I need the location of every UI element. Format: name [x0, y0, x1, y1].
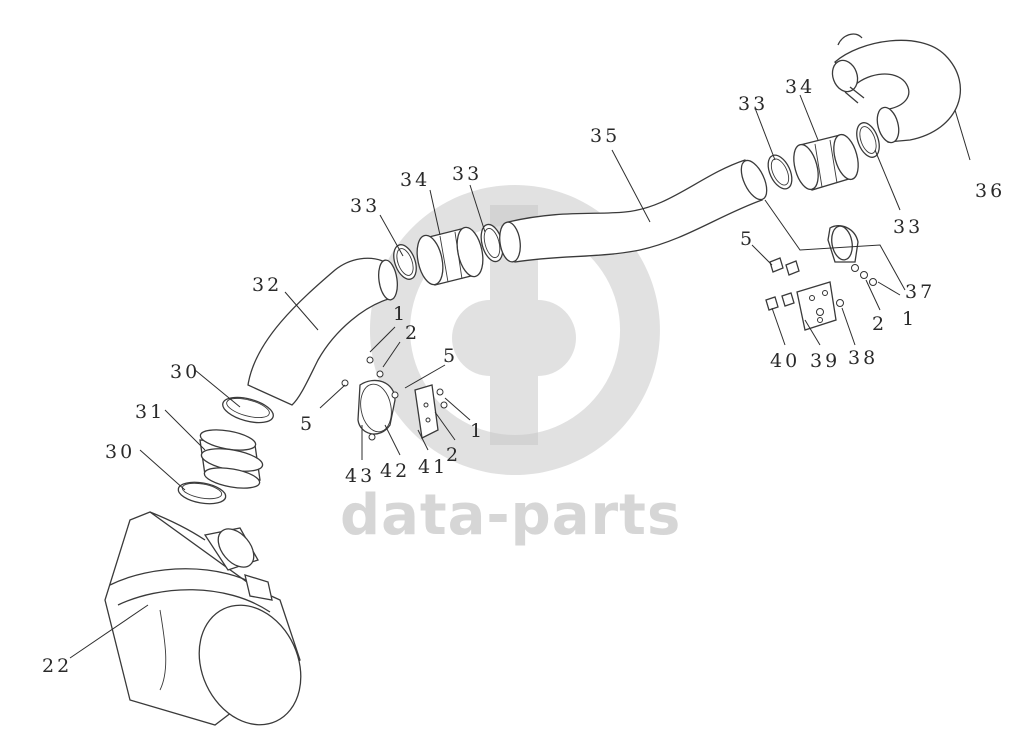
bracket-assembly-41-43 — [341, 356, 448, 441]
callout-33-c: 33 — [738, 93, 768, 115]
callout-5-b: 5 — [300, 413, 315, 435]
callout-40: 40 — [770, 350, 800, 372]
callout-1-c: 1 — [902, 308, 917, 330]
rubber-connector-31 — [199, 429, 264, 489]
callout-2-a: 2 — [405, 322, 420, 344]
watermark-text: data-parts — [340, 483, 681, 548]
callout-5-c: 5 — [740, 228, 755, 250]
callout-30-upper: 30 — [170, 361, 200, 383]
intake-pipe-32 — [247, 257, 398, 406]
rubber-connector-34-a — [416, 226, 484, 286]
callout-42: 42 — [380, 460, 410, 482]
callout-32: 32 — [252, 274, 282, 296]
callout-2-b: 2 — [446, 444, 461, 466]
callout-labels: 22 30 30 31 32 33 33 33 33 34 34 35 36 3… — [42, 76, 1005, 677]
callout-39: 39 — [810, 350, 840, 372]
callout-33-a: 33 — [350, 195, 380, 217]
bracket-assembly-37 — [765, 225, 877, 331]
callout-1-b: 1 — [470, 420, 485, 442]
rubber-connector-34-b — [793, 133, 859, 191]
callout-34-b: 34 — [785, 76, 815, 98]
callout-22: 22 — [42, 655, 72, 677]
air-filter-housing-22 — [104, 511, 302, 726]
callout-37: 37 — [905, 281, 935, 303]
callout-2-c: 2 — [872, 313, 887, 335]
callout-43: 43 — [345, 465, 375, 487]
callout-5-a: 5 — [443, 345, 458, 367]
callout-33-d: 33 — [893, 216, 923, 238]
hose-clamp-33-a — [393, 244, 417, 280]
hose-clamp-33-c — [767, 154, 793, 190]
callout-1-a: 1 — [393, 303, 408, 325]
callout-33-b: 33 — [452, 163, 482, 185]
callout-30-lower: 30 — [105, 441, 135, 463]
intake-pipe-35 — [499, 159, 768, 263]
hose-clamp-33-d — [856, 122, 880, 158]
leader-lines — [69, 94, 971, 659]
callout-38: 38 — [848, 347, 878, 369]
callout-35: 35 — [590, 125, 620, 147]
callout-34-a: 34 — [400, 169, 430, 191]
callout-41: 41 — [418, 456, 448, 478]
callout-36: 36 — [975, 180, 1005, 202]
elbow-pipe-36 — [831, 33, 962, 144]
hose-clamp-30-lower — [177, 481, 227, 505]
callout-31: 31 — [135, 401, 165, 423]
